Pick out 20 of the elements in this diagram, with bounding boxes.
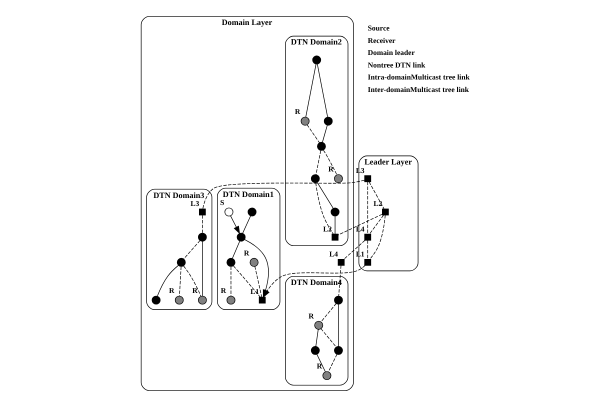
node-label: R [243, 248, 249, 258]
legend-label: Receiver [367, 36, 396, 45]
legend-label: Nontree DTN link [367, 60, 425, 70]
legend-label: Domain leader [367, 48, 414, 58]
node-label: R [168, 286, 174, 296]
node-label: L4 [328, 249, 338, 258]
node-label: L1 [250, 287, 259, 296]
node-label: R [328, 164, 334, 174]
node-label: L3 [190, 199, 199, 208]
legend-label: Source [367, 24, 390, 33]
node-label: R [316, 362, 322, 371]
legend-label: Inter-domainMulticast tree link [367, 84, 468, 94]
node-label: R [294, 107, 300, 116]
node-label: R [308, 311, 314, 320]
node-label: S [220, 198, 224, 208]
legend-label: Intra-domainMulticast tree link [367, 72, 470, 82]
node-label: L2 [322, 224, 332, 234]
node-label: L2 [373, 199, 382, 208]
node-label: R [192, 286, 198, 296]
node-label: R [220, 286, 226, 296]
